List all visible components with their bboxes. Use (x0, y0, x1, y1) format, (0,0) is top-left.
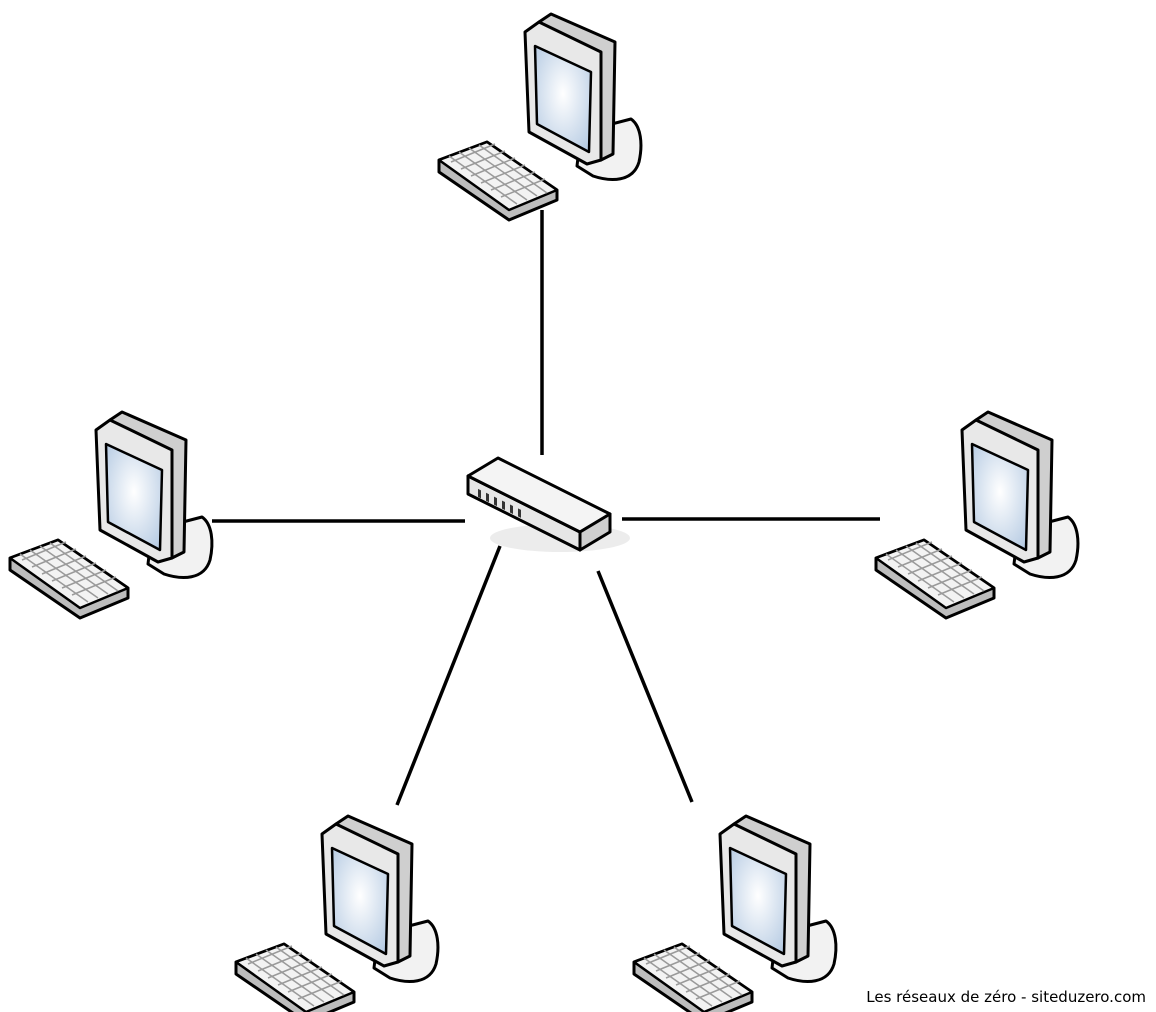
computer-bottom-left-icon (234, 814, 440, 1012)
computer-left-icon (8, 410, 214, 620)
switch-ports (478, 488, 521, 518)
computer-right-icon (874, 410, 1080, 620)
link-hub-bottom-right (596, 570, 694, 803)
computer-bottom-right-icon (632, 814, 838, 1012)
computer-top-icon (437, 12, 643, 222)
link-hub-bottom-left (395, 545, 502, 806)
credit-text: Les réseaux de zéro - siteduzero.com (866, 988, 1146, 1006)
network-switch-icon (466, 456, 630, 552)
links (212, 210, 880, 806)
